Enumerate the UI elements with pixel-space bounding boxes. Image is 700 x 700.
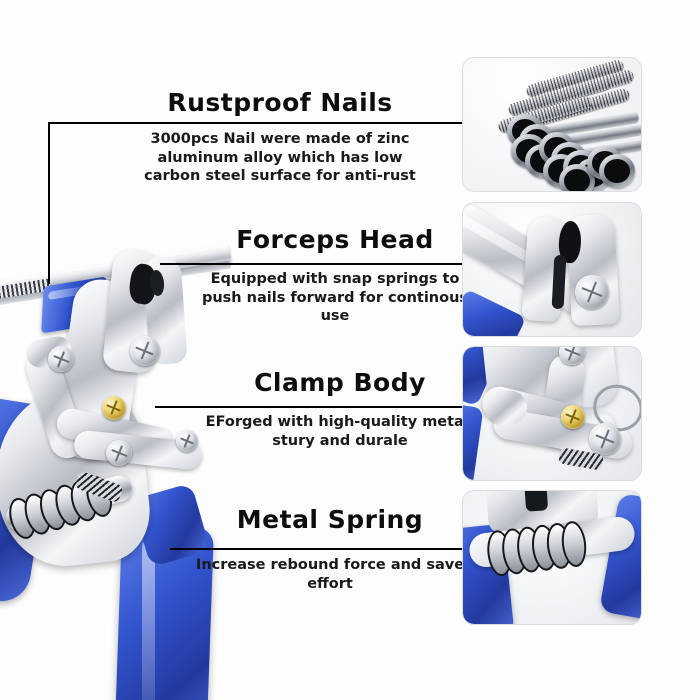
callout-title-clamp-body: Clamp Body [254,368,426,397]
callout-forceps-head: Forceps Head [190,225,480,254]
callout-description-metal-spring: Increase rebound force and save effort [195,557,465,592]
inset-image-metal-spring [463,491,641,624]
callout-desc-box-forceps-head: Equipped with snap springs to push nails… [190,270,480,326]
callout-description-clamp-body: EForged with high-quality metal, stury a… [205,414,475,449]
callout-clamp-body: Clamp Body [195,368,485,397]
inset-image-clamp-body [463,347,641,480]
callout-description-rustproof-nails: 3000pcs Nail were made of zinc aluminum … [144,131,416,185]
main-product-image [0,240,320,700]
callout-title-forceps-head: Forceps Head [236,225,434,254]
leader-line-spring-horizontal [170,548,470,550]
leader-line-rustproof-horizontal [48,122,470,124]
callout-metal-spring: Metal Spring [185,505,475,534]
leader-line-clamp-horizontal [155,406,470,408]
callout-desc-box-metal-spring: Increase rebound force and save effort [175,556,485,593]
inset-image-forceps-head [463,203,641,336]
callout-title-rustproof-nails: Rustproof Nails [167,88,393,117]
callout-description-forceps-head: Equipped with snap springs to push nails… [201,271,469,325]
inset-image-nail-strips [463,58,641,191]
callout-title-metal-spring: Metal Spring [236,505,424,534]
callout-desc-box-clamp-body: EForged with high-quality metal, stury a… [195,413,485,450]
leader-line-rustproof-vertical [48,122,50,284]
callout-rustproof-nails: Rustproof Nails [110,88,450,117]
leader-line-forceps-horizontal [160,263,470,265]
callout-desc-box-rustproof-nails: 3000pcs Nail were made of zinc aluminum … [110,130,450,186]
